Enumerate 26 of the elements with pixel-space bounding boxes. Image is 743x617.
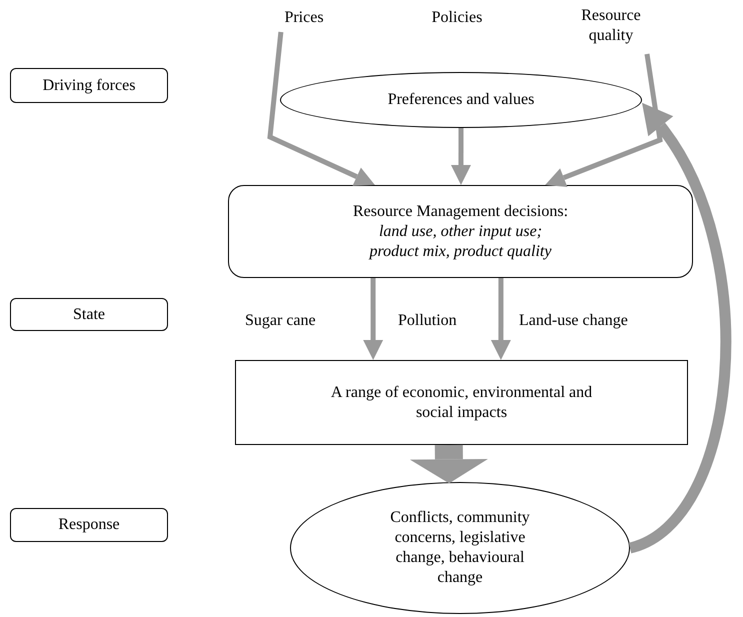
arrow <box>628 101 732 554</box>
node-text: State <box>73 304 105 324</box>
arrow <box>410 444 488 484</box>
node-text: Driving forces <box>42 76 136 96</box>
node-text: A range of economic, environmental and social impacts <box>330 382 594 422</box>
input-label: Resource quality <box>580 6 642 46</box>
node-text: Resource Management decisions: <box>352 202 568 222</box>
process-box <box>235 360 688 445</box>
arrow <box>545 54 663 188</box>
arrow <box>490 278 511 360</box>
category-box <box>10 508 168 542</box>
process-box <box>228 185 693 278</box>
node-text: land use, other input use; product mix, product quality <box>368 222 552 262</box>
input-label: Prices <box>284 8 324 28</box>
input-label: Policies <box>432 8 482 28</box>
arrow <box>267 32 375 186</box>
category-box <box>10 298 168 331</box>
arrow <box>363 278 384 360</box>
flow-label: Land-use change <box>519 311 628 331</box>
flow-label: Pollution <box>398 311 457 331</box>
category-box <box>10 68 168 103</box>
node-text: Response <box>58 515 120 535</box>
arrow <box>450 128 471 185</box>
flow-label: Sugar cane <box>245 311 316 331</box>
node-text: Preferences and values <box>388 90 534 110</box>
node-text: Conflicts, community concerns, legislative change, behavioural change <box>389 508 531 588</box>
